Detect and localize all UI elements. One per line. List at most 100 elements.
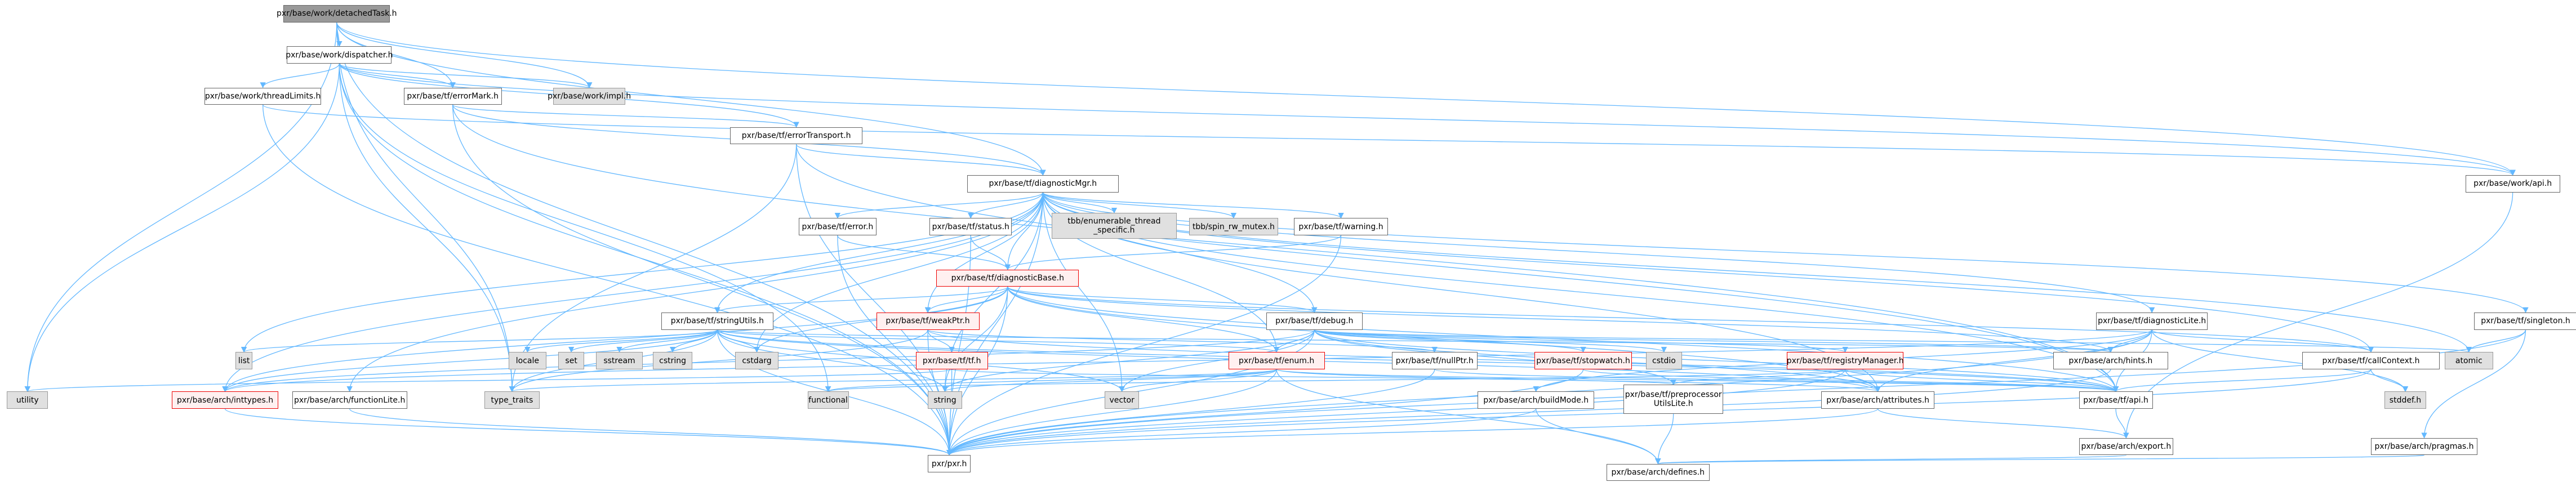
node-work-impl: pxr/base/work/impl.h	[548, 87, 631, 105]
edge-enum-to-functional	[825, 369, 1277, 392]
edge-errorMark-to-tfApi	[452, 105, 2119, 392]
edge-nullPtr-to-pxr	[946, 369, 1435, 456]
edge-registryManager-to-tfApi	[1845, 369, 2119, 392]
node-hints[interactable]: pxr/base/arch/hints.h	[2053, 352, 2169, 369]
edge-detachedTask-to-utility	[24, 22, 337, 392]
edge-diagnosticMgr-to-weakPtr	[924, 192, 1043, 314]
edge-ppUtilsLite-to-defines	[1655, 414, 1674, 465]
edge-registryManager-to-functional	[825, 369, 1846, 392]
node-inttypes[interactable]: pxr/base/arch/inttypes.h	[172, 391, 279, 409]
node-thread-limits[interactable]: pxr/base/work/threadLimits.h	[204, 87, 322, 105]
node-null-ptr[interactable]: pxr/base/tf/nullPtr.h	[1391, 352, 1478, 369]
node-tbb-enum: tbb/enumerable_thread _specific.h	[1051, 213, 1177, 239]
node-call-context[interactable]: pxr/base/tf/callContext.h	[2302, 352, 2440, 369]
edge-stringUtils-to-inttypes	[222, 329, 718, 392]
edge-diagnosticBase-to-pxr	[946, 287, 1008, 456]
node-set: set	[558, 352, 584, 369]
edge-workApi-to-export	[2123, 192, 2513, 439]
node-functional: functional	[807, 391, 849, 409]
node-error-transport[interactable]: pxr/base/tf/errorTransport.h	[730, 127, 863, 145]
node-tbb-spin: tbb/spin_rw_mutex.h	[1189, 218, 1279, 235]
node-locale: locale	[508, 352, 546, 369]
node-stopwatch[interactable]: pxr/base/tf/stopwatch.h	[1534, 352, 1632, 369]
node-defines[interactable]: pxr/base/arch/defines.h	[1606, 463, 1710, 481]
node-tf[interactable]: pxr/base/tf/tf.h	[915, 352, 988, 369]
edge-weakPtr-to-tfApi	[927, 329, 2119, 392]
edge-detachedTask-to-pxr	[336, 22, 953, 456]
edge-diagnosticBase-to-string	[942, 287, 1008, 392]
node-export[interactable]: pxr/base/arch/export.h	[2079, 438, 2174, 456]
edge-error-to-pxr	[837, 235, 953, 456]
edge-stopwatch-to-pxr	[946, 369, 1584, 456]
node-dispatcher[interactable]: pxr/base/work/dispatcher.h	[286, 46, 393, 64]
node-diagnostic-lite[interactable]: pxr/base/tf/diagnosticLite.h	[2096, 313, 2208, 330]
edge-diagnosticBase-to-stringUtils	[714, 286, 1008, 314]
edge-stopwatch-to-tfApi	[1582, 369, 2119, 392]
edge-enum-to-defines	[1276, 369, 1661, 465]
node-string: string	[928, 391, 962, 409]
edge-debug-to-string	[942, 329, 1315, 392]
edge-dispatcher-to-functional	[339, 63, 831, 392]
edge-warning-to-diagnosticBase	[1004, 235, 1342, 270]
edge-detachedTask-to-typeTraits	[336, 22, 515, 392]
node-diagnostic-mgr[interactable]: pxr/base/tf/diagnosticMgr.h	[967, 175, 1119, 193]
node-tf-api[interactable]: pxr/base/tf/api.h	[2079, 391, 2153, 409]
edge-diagnosticMgr-to-diagnosticBase	[1004, 192, 1043, 270]
edge-stringUtils-to-hints	[717, 329, 2113, 353]
edge-diagnosticMgr-to-stringUtils	[714, 192, 1043, 314]
node-string-utils[interactable]: pxr/base/tf/stringUtils.h	[661, 313, 773, 330]
edge-dispatcher-to-threadLimits	[260, 63, 340, 88]
edge-dispatcher-to-workApi	[339, 63, 2516, 176]
edge-hints-to-pxr	[946, 369, 2111, 456]
node-enum[interactable]: pxr/base/tf/enum.h	[1228, 352, 1325, 369]
edge-tf-to-utility	[25, 369, 953, 392]
edge-stringUtils-to-set	[568, 329, 718, 353]
edge-registryManager-to-pxr	[946, 369, 1846, 456]
node-warning[interactable]: pxr/base/tf/warning.h	[1293, 218, 1389, 235]
node-status[interactable]: pxr/base/tf/status.h	[929, 218, 1012, 235]
edge-buildMode-to-defines	[1536, 408, 1661, 465]
node-pragmas[interactable]: pxr/base/arch/pragmas.h	[2371, 438, 2478, 456]
edge-threadLimits-to-workApi	[263, 104, 2516, 176]
edge-debug-to-registryManager	[1314, 329, 1848, 353]
edge-diagnosticBase-to-inttypes	[222, 287, 1008, 392]
edge-stringUtils-to-sstream	[616, 329, 718, 353]
edge-diagnosticBase-to-hints	[1007, 287, 2114, 353]
edge-diagnosticMgr-to-tbbSpin	[1042, 192, 1236, 219]
node-build-mode[interactable]: pxr/base/arch/buildMode.h	[1478, 391, 1595, 409]
edge-registryManager-to-ppUtilsLite	[1670, 369, 1846, 386]
edge-detachedTask-to-workApi	[336, 22, 2516, 176]
edge-stringUtils-to-list	[241, 329, 718, 353]
edge-diagnosticMgr-to-warning	[1042, 192, 1344, 219]
node-debug[interactable]: pxr/base/tf/debug.h	[1266, 313, 1363, 330]
node-weak-ptr[interactable]: pxr/base/tf/weakPtr.h	[876, 313, 980, 330]
edge-callContext-to-tfApi	[2113, 369, 2372, 392]
edge-enum-to-string	[942, 369, 1277, 392]
edge-diagnosticMgr-to-atomic	[1042, 192, 2472, 353]
edge-diagnosticMgr-to-tbbEnum	[1042, 192, 1118, 214]
edge-detachedTask-to-workImpl	[336, 22, 593, 88]
edge-dispatcher-to-workImpl	[339, 63, 593, 88]
edge-functionLite-to-pxr	[349, 408, 953, 456]
node-attributes[interactable]: pxr/base/arch/attributes.h	[1821, 391, 1935, 409]
node-diagnostic-base[interactable]: pxr/base/tf/diagnosticBase.h	[936, 269, 1079, 287]
edge-diagnosticBase-to-callContext	[1007, 286, 2374, 353]
node-function-lite[interactable]: pxr/base/arch/functionLite.h	[292, 391, 407, 409]
node-error[interactable]: pxr/base/tf/error.h	[799, 218, 877, 235]
edge-warning-to-pxr	[946, 235, 1342, 456]
node-registry-manager[interactable]: pxr/base/tf/registryManager.h	[1787, 352, 1904, 369]
node-singleton[interactable]: pxr/base/tf/singleton.h	[2474, 313, 2576, 330]
edge-attributes-to-export	[1878, 408, 2129, 439]
node-pxr[interactable]: pxr/pxr.h	[928, 455, 971, 472]
edge-export-to-defines	[1656, 454, 2127, 465]
edge-inttypes-to-pxr	[224, 408, 953, 456]
edge-errorMark-to-pxr	[452, 105, 953, 456]
node-error-mark[interactable]: pxr/base/tf/errorMark.h	[403, 87, 502, 105]
edge-diagnosticBase-to-enum	[1007, 287, 1280, 353]
edge-diagnosticBase-to-debug	[1007, 286, 1318, 314]
edge-debug-to-atomic	[1314, 329, 2472, 353]
node-pp-utils-lite[interactable]: pxr/base/tf/preprocessor UtilsLite.h	[1623, 385, 1724, 414]
node-work-api[interactable]: pxr/base/work/api.h	[2465, 175, 2560, 193]
edge-diagnosticMgr-to-singleton	[1042, 192, 2529, 314]
